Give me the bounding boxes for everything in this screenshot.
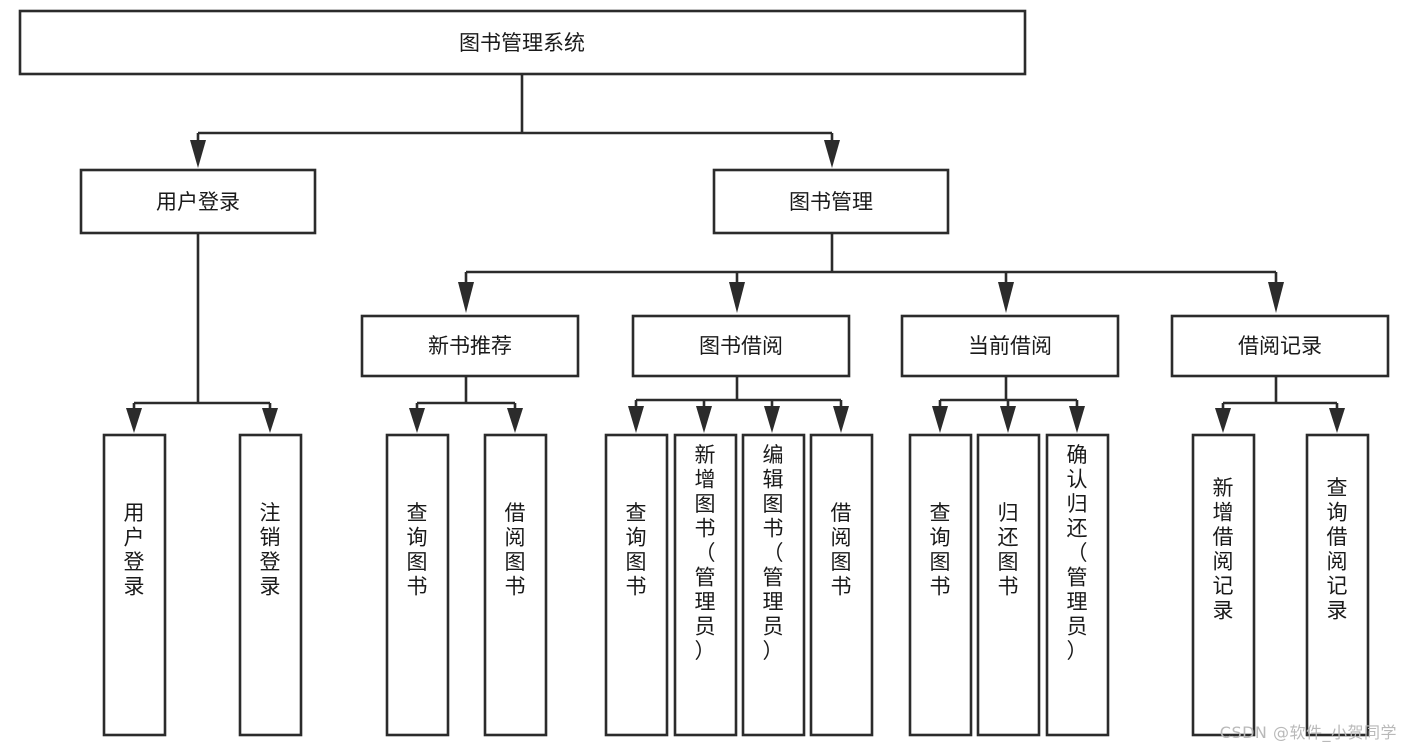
leaf-node-confirm-return-label: 确认归还（管理员） <box>1067 443 1088 663</box>
arrow-leaf-user-login-icon <box>126 408 142 433</box>
leaf-node-edit-book-label: 编辑图书（管理员） <box>763 443 784 663</box>
leaf-node-query-book-2-label: 查询图书 <box>626 501 647 599</box>
leaf-node-query-book-1[interactable]: 查询图书 <box>385 433 450 737</box>
leaf-node-add-book-label: 新增图书（管理员） <box>695 443 716 663</box>
leaf-node-edit-book[interactable]: 编辑图书（管理员） <box>741 433 806 737</box>
arrow-new-book-rec-icon <box>458 282 474 313</box>
arrow-leaf-return-book-icon <box>1000 406 1016 433</box>
arrow-leaf-add-record-icon <box>1215 408 1231 433</box>
arrow-book-manage-icon <box>824 140 840 168</box>
node-current-borrow-label: 当前借阅 <box>968 334 1052 358</box>
arrow-leaf-query-book-2-icon <box>628 406 644 433</box>
leaf-node-confirm-return-box[interactable] <box>1045 433 1110 737</box>
node-book-manage[interactable]: 图书管理 <box>712 168 950 235</box>
arrow-leaf-logout-icon <box>262 408 278 433</box>
leaf-node-return-book-label: 归还图书 <box>998 501 1019 599</box>
leaf-node-add-record[interactable]: 新增借阅记录 <box>1191 433 1256 737</box>
arrow-leaf-query-record-icon <box>1329 408 1345 433</box>
leaf-node-borrow-book-2-label: 借阅图书 <box>831 501 852 599</box>
node-root[interactable]: 图书管理系统 <box>18 9 1027 76</box>
leaf-node-query-book-1-box[interactable] <box>385 433 450 737</box>
leaf-node-query-record-label: 查询借阅记录 <box>1327 476 1348 623</box>
leaf-node-add-record-box[interactable] <box>1191 433 1256 737</box>
leaf-node-user-login[interactable]: 用户登录 <box>102 433 167 737</box>
node-borrow-record[interactable]: 借阅记录 <box>1170 314 1390 378</box>
node-user-login[interactable]: 用户登录 <box>79 168 317 235</box>
leaf-node-user-login-box[interactable] <box>102 433 167 737</box>
node-borrow-record-box[interactable] <box>1170 314 1390 378</box>
arrow-user-login-icon <box>190 140 206 168</box>
leaf-node-add-book-box[interactable] <box>673 433 738 737</box>
leaf-node-query-book-3-box[interactable] <box>908 433 973 737</box>
arrow-book-borrow-icon <box>729 282 745 313</box>
leaf-node-query-book-3-label: 查询图书 <box>930 501 951 599</box>
arrow-leaf-edit-book-icon <box>764 406 780 433</box>
node-book-manage-label: 图书管理 <box>789 190 873 214</box>
leaf-node-add-record-label: 新增借阅记录 <box>1213 476 1234 623</box>
leaf-node-query-record-box[interactable] <box>1305 433 1370 737</box>
node-borrow-record-label: 借阅记录 <box>1238 334 1322 358</box>
node-new-book-recommend-label: 新书推荐 <box>428 334 512 358</box>
leaf-node-logout-label: 注销登录 <box>260 501 281 599</box>
leaf-node-query-book-2[interactable]: 查询图书 <box>604 433 669 737</box>
leaf-node-confirm-return[interactable]: 确认归还（管理员） <box>1045 433 1110 737</box>
leaf-node-edit-book-box[interactable] <box>741 433 806 737</box>
node-current-borrow-box[interactable] <box>900 314 1120 378</box>
arrow-borrow-record-icon <box>1268 282 1284 313</box>
leaf-node-return-book[interactable]: 归还图书 <box>976 433 1041 737</box>
leaf-node-query-book-3[interactable]: 查询图书 <box>908 433 973 737</box>
node-user-login-label: 用户登录 <box>156 190 240 214</box>
leaf-node-borrow-book-2[interactable]: 借阅图书 <box>809 433 874 737</box>
node-new-book-recommend[interactable]: 新书推荐 <box>360 314 580 378</box>
leaf-node-user-login-label: 用户登录 <box>124 501 145 599</box>
node-root-label: 图书管理系统 <box>459 31 585 55</box>
leaf-node-return-book-box[interactable] <box>976 433 1041 737</box>
leaf-node-query-book-2-box[interactable] <box>604 433 669 737</box>
leaf-node-borrow-book-1[interactable]: 借阅图书 <box>483 433 548 737</box>
leaf-node-logout[interactable]: 注销登录 <box>238 433 303 737</box>
leaf-node-borrow-book-1-label: 借阅图书 <box>505 501 526 599</box>
arrow-current-borrow-icon <box>998 282 1014 313</box>
arrow-leaf-query-book-1-icon <box>409 408 425 433</box>
arrow-leaf-query-book-3-icon <box>932 406 948 433</box>
arrow-leaf-borrow-book-1-icon <box>507 408 523 433</box>
node-new-book-recommend-box[interactable] <box>360 314 580 378</box>
leaf-node-logout-box[interactable] <box>238 433 303 737</box>
node-current-borrow[interactable]: 当前借阅 <box>900 314 1120 378</box>
arrow-leaf-add-book-icon <box>696 406 712 433</box>
arrow-leaf-borrow-book-2-icon <box>833 406 849 433</box>
leaf-node-query-record[interactable]: 查询借阅记录 <box>1305 433 1370 737</box>
connector-layer <box>126 74 1345 433</box>
node-book-borrow[interactable]: 图书借阅 <box>631 314 851 378</box>
node-book-borrow-label: 图书借阅 <box>699 334 783 358</box>
leaf-node-query-book-1-label: 查询图书 <box>407 501 428 599</box>
leaf-node-add-book[interactable]: 新增图书（管理员） <box>673 433 738 737</box>
node-book-borrow-box[interactable] <box>631 314 851 378</box>
node-root-box[interactable] <box>18 9 1027 76</box>
node-book-manage-box[interactable] <box>712 168 950 235</box>
node-user-login-box[interactable] <box>79 168 317 235</box>
leaf-node-borrow-book-1-box[interactable] <box>483 433 548 737</box>
arrow-leaf-confirm-return-icon <box>1069 406 1085 433</box>
leaf-node-borrow-book-2-box[interactable] <box>809 433 874 737</box>
